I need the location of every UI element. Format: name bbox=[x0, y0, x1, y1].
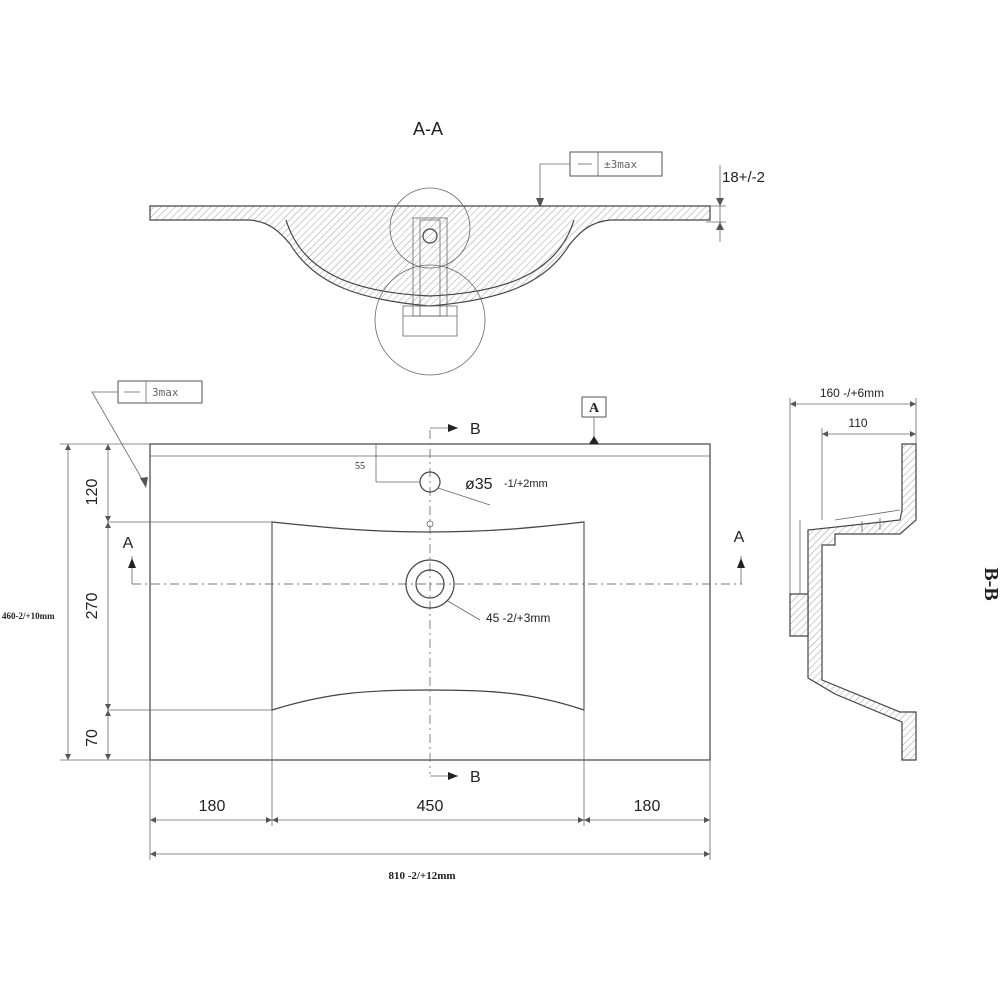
plan-view: 3max 55 ø35 -1/+2mm bbox=[2, 380, 745, 882]
section-marker-a-label: A bbox=[589, 401, 600, 416]
width-dim-center-label: 450 bbox=[417, 798, 444, 815]
thickness-label: 18+/-2 bbox=[722, 169, 765, 186]
drain-outer bbox=[405, 559, 455, 609]
basin-inner-surface bbox=[285, 219, 575, 297]
section-aa-profile bbox=[149, 205, 711, 307]
depth-dim-top-label: 120 bbox=[84, 479, 101, 506]
tap-hole-dimension: 55 ø35 -1/+2mm bbox=[355, 444, 548, 506]
flatness-tolerance-aa: ±3max bbox=[536, 151, 663, 208]
section-aa-view: A-A ±3max 18+/-2 bbox=[149, 119, 765, 376]
section-bb-profile bbox=[807, 443, 917, 761]
section-bb-view: B-B 160 -/+6mm 110 bbox=[789, 386, 1000, 761]
svg-text:B: B bbox=[470, 769, 481, 786]
tap-hole-tolerance-label: -1/+2mm bbox=[504, 478, 548, 490]
section-arrow-b-bottom: B bbox=[430, 769, 481, 786]
drain-diameter-label: 45 -2/+3mm bbox=[486, 611, 550, 625]
overflow-hole bbox=[422, 228, 438, 244]
width-dim-right-label: 180 bbox=[634, 798, 661, 815]
svg-text:A: A bbox=[734, 529, 745, 546]
detail-circle-upper bbox=[389, 187, 471, 269]
flatness-tolerance-plan-label: 3max bbox=[152, 386, 179, 399]
section-bb-title: B-B bbox=[980, 567, 1000, 600]
drain-dimension: 45 -2/+3mm bbox=[445, 599, 550, 625]
tap-hole-offset-label: 55 bbox=[355, 461, 365, 472]
width-dimensions: 180 450 180 810 -2/+12mm bbox=[149, 760, 711, 882]
flatness-tolerance-aa-label: ±3max bbox=[604, 158, 637, 171]
bb-drain-stub bbox=[789, 593, 809, 637]
detail-circle-lower bbox=[374, 264, 486, 376]
tap-hole-diameter-label: ø35 bbox=[465, 476, 493, 493]
section-aa-title: A-A bbox=[413, 119, 443, 139]
bb-depth-inner-label: 110 bbox=[848, 416, 867, 430]
drain-fitting bbox=[402, 305, 458, 337]
depth-dim-bottom-label: 70 bbox=[84, 729, 101, 747]
section-arrow-b-top: B bbox=[430, 421, 481, 438]
overflow-opening bbox=[426, 520, 434, 528]
section-marker-a: A bbox=[581, 396, 607, 444]
depth-total-label: 460-2/+10mm bbox=[2, 611, 55, 621]
width-dim-left-label: 180 bbox=[199, 798, 226, 815]
width-total-label: 810 -2/+12mm bbox=[388, 870, 455, 882]
drain-inner bbox=[415, 569, 445, 599]
depth-dimensions: 120 270 70 460-2/+10mm bbox=[2, 444, 111, 760]
depth-dim-mid-label: 270 bbox=[84, 593, 101, 620]
svg-text:A: A bbox=[123, 535, 134, 552]
section-arrow-a-left: A bbox=[123, 535, 136, 584]
thickness-dimension: 18+/-2 bbox=[706, 165, 765, 242]
bb-depth-total-label: 160 -/+6mm bbox=[820, 386, 884, 400]
svg-text:B: B bbox=[470, 421, 481, 438]
section-arrow-a-right: A bbox=[734, 529, 745, 584]
flatness-tolerance-plan: 3max bbox=[91, 380, 203, 488]
